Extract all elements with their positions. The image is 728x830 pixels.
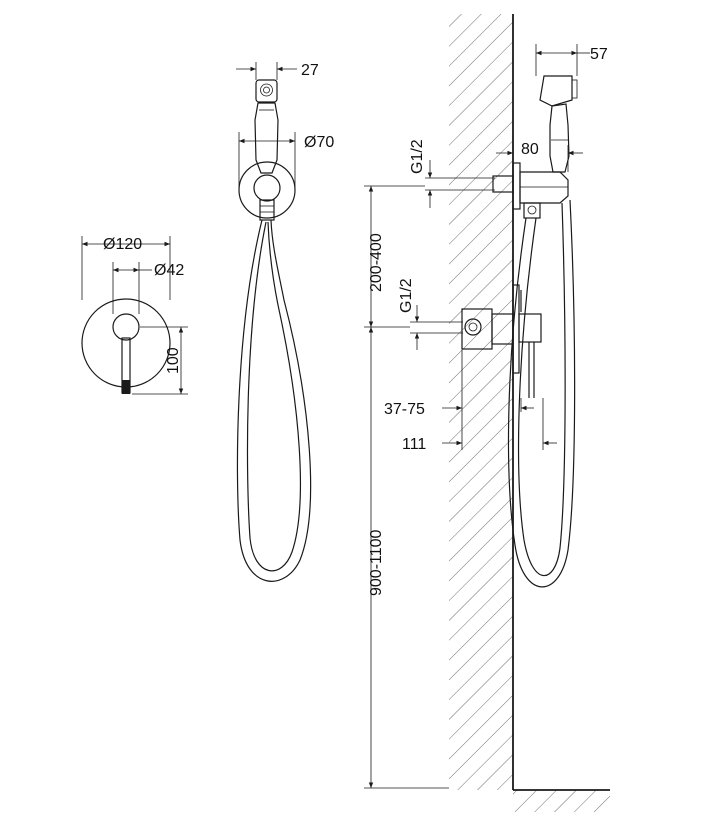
dim-height: 100 [165, 347, 182, 374]
handle-tip [122, 380, 130, 394]
dim-plate-diameter: Ø120 [103, 236, 142, 253]
dim-holder-depth: 80 [521, 141, 539, 158]
dim-holder-diameter: Ø70 [304, 134, 334, 151]
hose-inner [246, 221, 302, 572]
side-hose-outer [507, 199, 576, 588]
concealed-mixer [461, 284, 542, 398]
dim-handle-diameter: Ø42 [154, 262, 184, 279]
shower-head [255, 79, 278, 103]
dim-outlet-spacing: 200-400 [368, 233, 385, 292]
cover-plate [81, 298, 171, 388]
dim-height-from-floor: 900-1100 [368, 529, 385, 596]
shower-handle [254, 102, 279, 174]
floor-section [513, 790, 610, 812]
dim-mixer-depth: 37-75 [384, 401, 425, 418]
installation-side-view: 57 80 G1/2 G1/2 200-400 900-1100 37-7 [364, 14, 610, 812]
hose-outer [236, 219, 312, 582]
handle-base [112, 313, 140, 341]
thread-upper: G1/2 [409, 139, 426, 174]
mixer-front-view: Ø120 Ø42 100 [81, 236, 188, 395]
dim-head-width-side: 57 [590, 46, 608, 63]
side-hand-shower [539, 75, 578, 173]
wall-section [449, 14, 513, 790]
hand-shower-view: 27 Ø70 [236, 62, 334, 582]
holder-plate [238, 161, 296, 219]
holder-cup [253, 174, 281, 202]
side-hose-inner [517, 202, 566, 577]
dim-head-width-front: 27 [301, 62, 319, 79]
thread-lower: G1/2 [398, 278, 415, 313]
dim-total-depth: 111 [402, 436, 426, 453]
